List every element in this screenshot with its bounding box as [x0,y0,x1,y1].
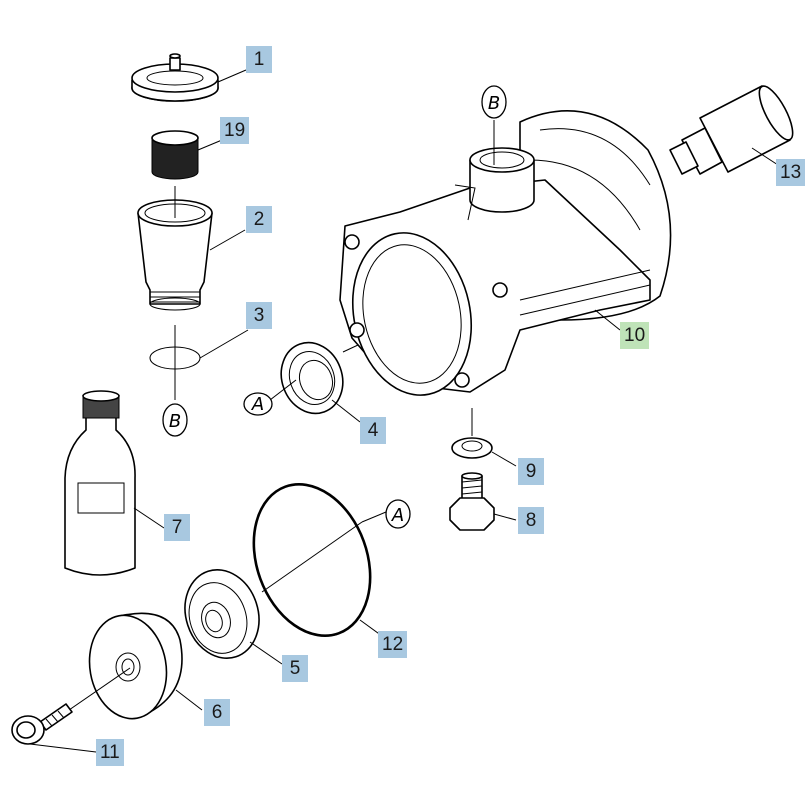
reference-a-right: A [385,499,411,529]
callout-2: 2 [246,206,272,233]
callout-12: 12 [378,631,408,658]
reference-a-left-label: A [251,394,264,415]
reference-a-left: A [243,392,273,416]
part-8-screw [449,472,495,531]
callout-9: 9 [518,458,544,485]
part-7-bottle [64,390,136,576]
part-19-filter [151,130,199,180]
callout-13: 13 [776,159,806,186]
callout-3: 3 [246,302,272,329]
callout-5: 5 [282,655,308,682]
reference-a-right-label: A [391,505,404,526]
callout-7: 7 [164,514,190,541]
callout-19: 19 [220,117,250,144]
callout-4: 4 [360,417,386,444]
callout-11: 11 [96,739,124,766]
callout-8: 8 [518,507,544,534]
part-10-housing [339,110,672,396]
part-4-seal [280,341,344,415]
part-1-cap [131,53,219,102]
reference-b-upper-label: B [488,93,500,114]
part-9-washer [451,437,493,459]
callout-6: 6 [204,699,230,726]
reference-b-upper: B [481,85,507,119]
callout-1: 1 [246,46,272,73]
part-6-cover [88,612,183,720]
reference-b-lower-label: B [169,411,181,432]
part-12-oring [252,483,372,637]
part-13-sleeve [669,85,794,175]
callout-10: 10 [620,322,650,349]
reference-b-lower: B [162,403,188,437]
part-11-bolt [11,703,73,745]
part-5-bearing [184,568,260,660]
